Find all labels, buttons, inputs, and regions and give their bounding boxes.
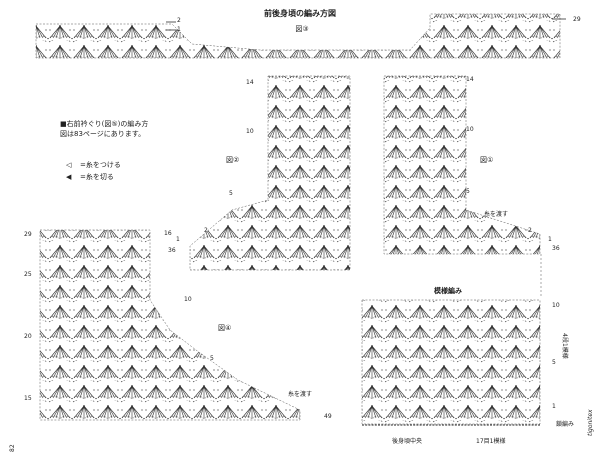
fig2-row-1: 1 [176, 236, 180, 243]
attach-icon: ◁ [66, 161, 72, 169]
fig2-label: 図② [226, 156, 239, 164]
pattern-row-5: 5 [552, 359, 556, 366]
fig4-row-16: 16 [164, 230, 172, 237]
legend-item-cut: ◀ =糸を切る [66, 172, 114, 182]
note-text: ■右前衿ぐり(図⑤)の編み方図は83ページにあります。 [60, 120, 149, 138]
fig1-row-5: 5 [466, 188, 470, 195]
diagram-title: 前後身頃の編み方図 [264, 8, 336, 18]
fig2-chart [189, 75, 351, 271]
fig1-row-2: 2 [528, 227, 532, 234]
pattern-row-1: 1 [552, 403, 556, 410]
fig3-arrows [166, 18, 566, 31]
pattern-chart [361, 299, 541, 425]
fig2-row-36: 36 [168, 247, 176, 254]
fig2-row-14: 14 [246, 79, 254, 86]
fig4-row-15: 15 [24, 395, 32, 402]
pattern-center-label: 後身頃中央 [392, 437, 422, 445]
pattern-repeat: 4段1模様 [561, 333, 569, 359]
watermark: tigonitex [587, 409, 594, 436]
fig1-chart [383, 75, 541, 255]
pattern-chain-label: 鎖編み [556, 420, 574, 428]
cut-icon: ◀ [66, 173, 72, 181]
fig3-row-1: 1 [177, 26, 181, 33]
page-number: 82 [9, 444, 16, 452]
fig1-row-10: 10 [466, 126, 474, 133]
fig3-row-2: 2 [177, 17, 181, 24]
fig2-row-10: 10 [246, 128, 254, 135]
fig3-label: 図③ [295, 25, 308, 33]
legend-attach-text: =糸をつける [80, 161, 121, 169]
fig3-row-29: 29 [573, 16, 581, 23]
fig4-row-25: 25 [24, 271, 32, 278]
fig1-row-36: 36 [552, 245, 560, 252]
legend-item-attach: ◁ =糸をつける [66, 160, 121, 170]
fig4-row-5: 5 [210, 355, 214, 362]
fig2-row-5: 5 [229, 190, 233, 197]
legend-cut-text: =糸を切る [80, 173, 114, 181]
fig1-row-1: 1 [548, 236, 552, 243]
fig1-row-14: 14 [466, 76, 474, 83]
fig3-chart [35, 13, 561, 59]
fig2-row-2: 2 [204, 227, 208, 234]
pattern-repeat-stitches: 17目1模様 [476, 437, 505, 445]
fig4-label: 図④ [218, 324, 231, 332]
pattern-row-10: 10 [552, 302, 560, 309]
fig1-annotation: 糸を渡す [484, 210, 508, 218]
fig4-chart [39, 229, 301, 421]
fig4-row-29: 29 [24, 231, 32, 238]
fig4-row-20: 20 [24, 333, 32, 340]
fig4-row-49: 49 [324, 413, 332, 420]
pattern-title: 模様編み [434, 286, 462, 295]
fig1-label: 図① [480, 156, 493, 164]
fig4-row-10: 10 [184, 296, 192, 303]
fig4-annotation: 糸を渡す [288, 390, 312, 398]
